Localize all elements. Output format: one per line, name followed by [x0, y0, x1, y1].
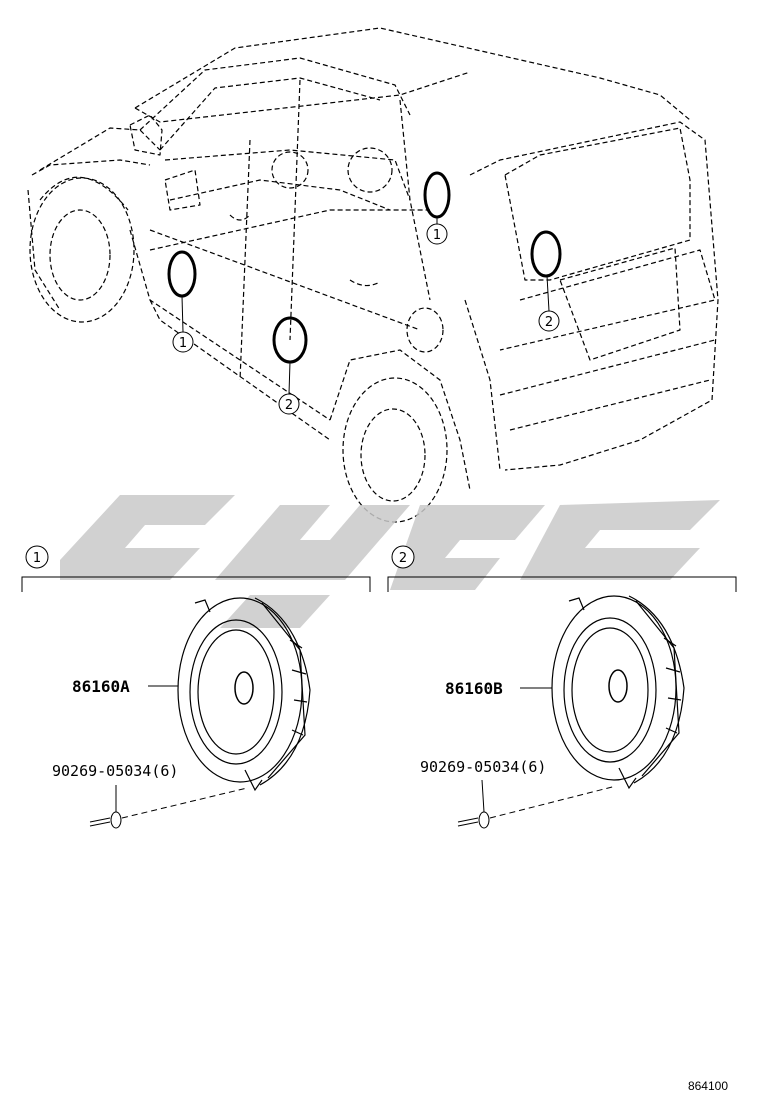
- front-right-speaker-ring: [423, 171, 451, 219]
- speaker-part-number: 86160B: [445, 679, 503, 698]
- screw-icon: [89, 785, 122, 829]
- callout-leaders: [181, 217, 550, 395]
- speaker-part-number: 86160A: [72, 677, 130, 696]
- part-group-1: 1 86160A 90269-05034(6): [21, 545, 371, 829]
- screw-dashed-leader: [121, 787, 248, 819]
- group-2-callout: 2: [391, 545, 415, 569]
- callout-label: 1: [179, 336, 187, 351]
- front-left-speaker-ring: [167, 250, 197, 298]
- group-1-bracket: [21, 576, 371, 592]
- rear-right-speaker-ring: [530, 230, 562, 278]
- group-callout-label: 2: [399, 551, 407, 566]
- watermark: [60, 495, 720, 628]
- callout-1-front-left: 1: [172, 331, 194, 353]
- part-group-2: 2 86160B 90269-05034(6): [387, 545, 737, 829]
- screw-dashed-leader: [489, 785, 617, 819]
- callout-label: 2: [545, 315, 553, 330]
- group-callout-label: 1: [33, 551, 41, 566]
- fastener-part-number: 90269-05034(6): [420, 758, 546, 776]
- callout-label: 2: [285, 398, 293, 413]
- figure-number: 864100: [688, 1079, 728, 1093]
- callout-1-front-right: 1: [426, 223, 448, 245]
- callout-2-rear-left: 2: [278, 393, 300, 415]
- speaker-location-rings: [167, 171, 562, 364]
- group-1-callout: 1: [25, 545, 49, 569]
- speaker-86160b-drawing: [551, 595, 685, 790]
- group-2-bracket: [387, 576, 737, 592]
- callout-label: 1: [433, 228, 441, 243]
- fastener-part-number: 90269-05034(6): [52, 762, 178, 780]
- vehicle-illustration: [27, 27, 719, 523]
- callout-2-rear-right: 2: [538, 310, 560, 332]
- speaker-86160a-drawing: [177, 597, 311, 792]
- screw-icon: [457, 779, 490, 829]
